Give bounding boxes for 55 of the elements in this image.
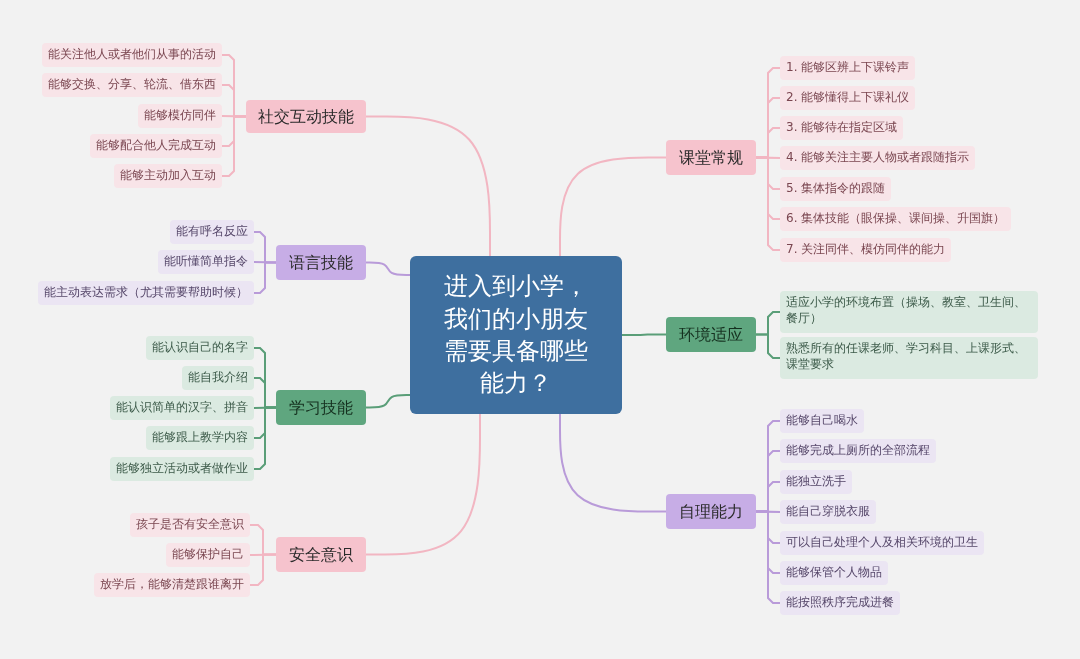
main-topic: 学习技能 bbox=[276, 390, 366, 425]
subtopic: 熟悉所有的任课老师、学习科目、上课形式、课堂要求 bbox=[780, 337, 1038, 379]
subtopic: 7. 关注同伴、模仿同伴的能力 bbox=[780, 238, 952, 262]
main-topic: 安全意识 bbox=[276, 537, 366, 572]
subtopic: 6. 集体技能（眼保操、课间操、升国旗） bbox=[780, 207, 1012, 231]
subtopic: 能够保管个人物品 bbox=[780, 561, 888, 585]
subtopic: 能自己穿脱衣服 bbox=[780, 500, 876, 524]
main-topic: 语言技能 bbox=[276, 245, 366, 280]
subtopic: 能听懂简单指令 bbox=[158, 250, 254, 274]
branch-curve bbox=[365, 115, 491, 257]
subtopic: 适应小学的环境布置（操场、教室、卫生间、餐厅） bbox=[780, 291, 1038, 333]
bracket-line bbox=[755, 156, 781, 251]
branch-curve bbox=[365, 261, 411, 276]
bracket-line bbox=[249, 553, 277, 586]
subtopic: 能按照秩序完成进餐 bbox=[780, 591, 900, 615]
branch-curve bbox=[559, 413, 667, 513]
subtopic: 可以自己处理个人及相关环境的卫生 bbox=[780, 531, 984, 555]
subtopic: 能够主动加入互动 bbox=[114, 164, 222, 188]
bracket-line bbox=[221, 115, 247, 177]
subtopic: 3. 能够待在指定区域 bbox=[780, 116, 904, 140]
branch-curve bbox=[365, 413, 481, 556]
bracket-line bbox=[221, 115, 247, 118]
central-topic: 进入到小学，我们的小朋友需要具备哪些能力？ bbox=[410, 256, 622, 414]
subtopic: 能有呼名反应 bbox=[170, 220, 254, 244]
branch-curve bbox=[559, 156, 667, 257]
subtopic: 能够配合他人完成互动 bbox=[90, 134, 222, 158]
subtopic: 2. 能够懂得上下课礼仪 bbox=[780, 86, 916, 110]
subtopic: 能自我介绍 bbox=[182, 366, 254, 390]
main-topic: 自理能力 bbox=[666, 494, 756, 529]
subtopic: 能够交换、分享、轮流、借东西 bbox=[42, 73, 222, 97]
subtopic: 1. 能够区辨上下课铃声 bbox=[780, 56, 916, 80]
subtopic: 能够独立活动或者做作业 bbox=[110, 457, 254, 481]
bracket-line bbox=[253, 261, 277, 294]
subtopic: 能够模仿同伴 bbox=[138, 104, 222, 128]
bracket-line bbox=[755, 333, 781, 359]
subtopic: 能独立洗手 bbox=[780, 470, 852, 494]
subtopic: 孩子是否有安全意识 bbox=[130, 513, 250, 537]
subtopic: 能认识自己的名字 bbox=[146, 336, 254, 360]
subtopic: 能关注他人或者他们从事的活动 bbox=[42, 43, 222, 67]
subtopic: 5. 集体指令的跟随 bbox=[780, 177, 892, 201]
subtopic: 放学后，能够清楚跟谁离开 bbox=[94, 573, 250, 597]
subtopic: 能够保护自己 bbox=[166, 543, 250, 567]
main-topic: 课堂常规 bbox=[666, 140, 756, 175]
main-topic: 社交互动技能 bbox=[246, 100, 366, 133]
subtopic: 能认识简单的汉字、拼音 bbox=[110, 396, 254, 420]
branch-curve bbox=[365, 394, 411, 409]
subtopic: 能够跟上教学内容 bbox=[146, 426, 254, 450]
subtopic: 能主动表达需求（尤其需要帮助时候） bbox=[38, 281, 254, 305]
subtopic: 能够完成上厕所的全部流程 bbox=[780, 439, 936, 463]
bracket-line bbox=[755, 510, 781, 604]
bracket-line bbox=[253, 261, 277, 264]
main-topic: 环境适应 bbox=[666, 317, 756, 352]
subtopic: 能够自己喝水 bbox=[780, 409, 864, 433]
subtopic: 4. 能够关注主要人物或者跟随指示 bbox=[780, 146, 976, 170]
branch-curve bbox=[621, 333, 667, 336]
